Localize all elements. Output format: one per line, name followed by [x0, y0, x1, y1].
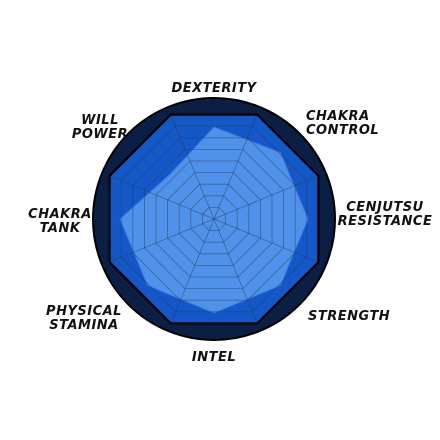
- grid-spoke: [170, 218, 215, 324]
- axis-label: RESISTANCE: [338, 214, 433, 229]
- axis-label: INTEL: [192, 350, 236, 365]
- axis-label: POWER: [72, 127, 128, 142]
- radar-frame-outline: [108, 113, 320, 325]
- axis-label: CONTROL: [306, 123, 379, 138]
- axis-label: DEXTERITY: [171, 81, 257, 96]
- axis-label: CHAKRA: [28, 207, 92, 222]
- axis-label: CHAKRA: [306, 109, 370, 124]
- data-area-group: [119, 126, 309, 314]
- axis-label: PHYSICAL: [46, 304, 122, 319]
- grid-spoke: [213, 218, 319, 263]
- grid-group: [108, 113, 320, 325]
- axis-label: STAMINA: [49, 318, 119, 333]
- grid-spoke: [213, 218, 258, 324]
- grid-spoke: [213, 175, 319, 220]
- axis-label: STRENGTH: [308, 309, 390, 324]
- axis-label: TANK: [40, 221, 81, 236]
- axis-label: WILL: [81, 113, 119, 128]
- axis-labels-group: DEXTERITYCHAKRACONTROLCENJUTSURESISTANCE…: [28, 81, 432, 365]
- grid-spoke: [109, 175, 215, 220]
- axis-label: CENJUTSU: [346, 200, 423, 215]
- data-area: [119, 126, 309, 314]
- grid-spoke: [109, 218, 215, 263]
- grid-spoke: [170, 114, 215, 220]
- grid-spoke: [213, 114, 258, 220]
